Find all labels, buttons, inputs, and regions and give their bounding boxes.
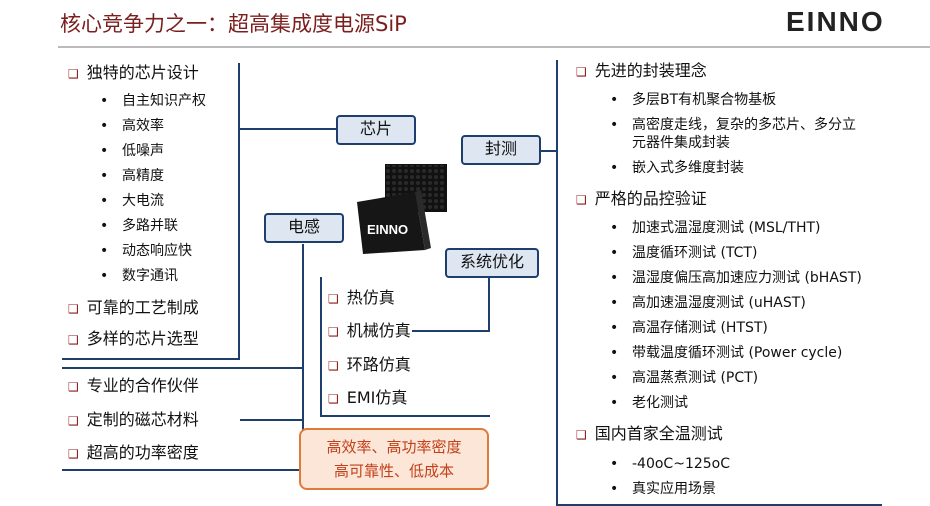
left-item: •低噪声	[100, 143, 164, 159]
checkbox-bullet-icon: ❑	[328, 292, 339, 306]
right-heading-full-temp: ❑国内首家全温测试	[576, 424, 723, 443]
einno-logo: EINNO	[786, 6, 885, 37]
chip-label: EINNO	[367, 222, 408, 237]
left-heading-power-density: ❑超高的功率密度	[68, 443, 199, 462]
system-bracket	[320, 277, 490, 417]
connector-system-h	[412, 330, 490, 332]
left-item: •大电流	[100, 193, 164, 209]
left-bracket-inductor	[62, 367, 304, 471]
right-item: •高温存储测试 (HTST)	[610, 320, 768, 336]
right-item: •带载温度循环测试 (Power cycle)	[610, 345, 843, 361]
right-heading-packaging-concept: ❑先进的封装理念	[576, 61, 707, 80]
packaging-node: 封测	[461, 135, 541, 165]
connector-chip	[238, 128, 338, 130]
inductor-node: 电感	[264, 213, 344, 243]
sip-chip-image: EINNO	[355, 162, 449, 256]
right-item: •高密度走线，复杂的多芯片、多分立	[610, 117, 856, 133]
checkbox-bullet-icon: ❑	[576, 428, 587, 442]
summary-line-1: 高效率、高功率密度	[326, 438, 462, 456]
connector-inductor-v	[302, 244, 304, 419]
connector-inductor-h	[240, 419, 302, 421]
left-bracket-chip	[62, 63, 240, 360]
left-heading-process: ❑可靠的工艺制成	[68, 298, 199, 317]
right-heading-quality: ❑严格的品控验证	[576, 189, 707, 208]
right-item: •高加速温湿度测试 (uHAST)	[610, 295, 806, 311]
right-item: •高温蒸煮测试 (PCT)	[610, 370, 759, 386]
summary-box: 高效率、高功率密度 高可靠性、低成本	[299, 428, 489, 490]
checkbox-bullet-icon: ❑	[68, 302, 79, 316]
right-item: •多层BT有机聚合物基板	[610, 92, 777, 108]
right-item: •温度循环测试 (TCT)	[610, 245, 758, 261]
connector-packaging	[540, 150, 558, 152]
summary-line-2: 高可靠性、低成本	[333, 462, 454, 480]
right-item: •真实应用场景	[610, 481, 716, 497]
left-item: •自主知识产权	[100, 93, 206, 109]
left-item: •高精度	[100, 168, 164, 184]
left-heading-partners: ❑专业的合作伙伴	[68, 376, 199, 395]
page-title: 核心竞争力之一：超高集成度电源SiP	[60, 12, 407, 36]
right-item: •加速式温湿度测试 (MSL/THT)	[610, 220, 821, 236]
right-item: •老化测试	[610, 395, 688, 411]
left-item: •动态响应快	[100, 243, 192, 259]
system-node: 系统优化	[445, 248, 539, 278]
checkbox-bullet-icon: ❑	[328, 359, 339, 373]
checkbox-bullet-icon: ❑	[576, 65, 587, 79]
left-item: •数字通讯	[100, 268, 178, 284]
system-item-loop: ❑环路仿真	[328, 355, 411, 374]
chip-node: 芯片	[336, 115, 416, 145]
title-divider	[58, 46, 930, 48]
right-item: •-40oC~125oC	[610, 456, 730, 472]
left-heading-chip-selection: ❑多样的芯片选型	[68, 329, 199, 348]
checkbox-bullet-icon: ❑	[68, 333, 79, 347]
right-item: 元器件集成封装	[632, 135, 730, 151]
checkbox-bullet-icon: ❑	[68, 414, 79, 428]
checkbox-bullet-icon: ❑	[68, 67, 79, 81]
left-heading-magnetic: ❑定制的磁芯材料	[68, 410, 199, 429]
right-item: •温湿度偏压高加速应力测试 (bHAST)	[610, 270, 862, 286]
system-item-mechanical: ❑机械仿真	[328, 321, 411, 340]
checkbox-bullet-icon: ❑	[68, 380, 79, 394]
left-item: •高效率	[100, 118, 164, 134]
right-item: •嵌入式多维度封装	[610, 160, 744, 176]
left-heading-chip-design: ❑独特的芯片设计	[68, 63, 199, 82]
connector-system-v	[488, 276, 490, 331]
checkbox-bullet-icon: ❑	[328, 392, 339, 406]
system-item-emi: ❑EMI仿真	[328, 388, 408, 407]
checkbox-bullet-icon: ❑	[576, 193, 587, 207]
system-item-thermal: ❑热仿真	[328, 288, 395, 307]
checkbox-bullet-icon: ❑	[328, 325, 339, 339]
right-bracket	[556, 60, 882, 506]
checkbox-bullet-icon: ❑	[68, 447, 79, 461]
left-item: •多路并联	[100, 218, 178, 234]
